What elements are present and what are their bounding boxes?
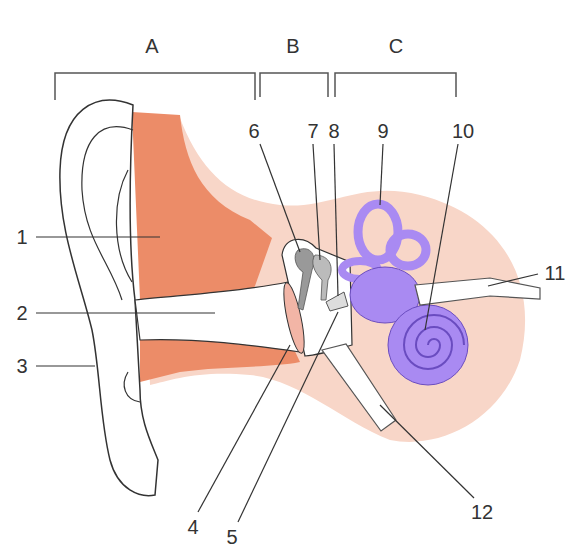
callout-number: 1 xyxy=(16,227,27,247)
leader-line xyxy=(260,144,300,252)
upper-tissue xyxy=(132,112,272,300)
callout-number: 6 xyxy=(248,121,259,141)
antihelix-line xyxy=(116,170,132,282)
leader-line xyxy=(380,144,383,205)
cochlea-spiral xyxy=(404,315,464,369)
callout-number: 12 xyxy=(471,502,493,522)
leader-line xyxy=(334,144,338,296)
posterior-canal xyxy=(390,234,426,266)
callout-number: 11 xyxy=(545,263,566,283)
leader-line xyxy=(425,144,458,330)
leader-lines xyxy=(36,144,538,522)
tragus-line xyxy=(124,372,140,402)
middle-ear-bracket xyxy=(260,73,328,97)
outer-ear-bracket xyxy=(55,73,255,100)
leader-line xyxy=(380,405,474,498)
stirrup xyxy=(326,292,348,311)
callout-number: 3 xyxy=(16,356,27,376)
callout-number: 4 xyxy=(187,517,198,537)
ear-canal xyxy=(135,282,300,352)
region-letter: C xyxy=(389,36,403,56)
pinna xyxy=(60,100,158,495)
callout-number: 10 xyxy=(452,121,474,141)
leader-line xyxy=(198,345,290,512)
leader-line xyxy=(313,144,320,260)
inner-ear-bracket xyxy=(335,73,456,97)
hammer xyxy=(295,249,314,310)
region-letter: B xyxy=(286,36,299,56)
leader-line xyxy=(238,312,338,522)
helix-line xyxy=(82,127,133,300)
callout-number: 9 xyxy=(377,121,388,141)
leader-line xyxy=(36,236,160,237)
callout-number: 2 xyxy=(16,303,27,323)
callout-number: 8 xyxy=(328,121,339,141)
anvil xyxy=(313,255,331,300)
leader-line xyxy=(36,365,95,366)
cochlea xyxy=(388,305,468,385)
leader-line xyxy=(36,312,215,313)
leader-line xyxy=(488,274,538,286)
callout-number: 7 xyxy=(307,121,318,141)
callout-number: 5 xyxy=(226,527,237,547)
region-letter: A xyxy=(145,36,158,56)
eustachian-tube xyxy=(322,344,396,431)
